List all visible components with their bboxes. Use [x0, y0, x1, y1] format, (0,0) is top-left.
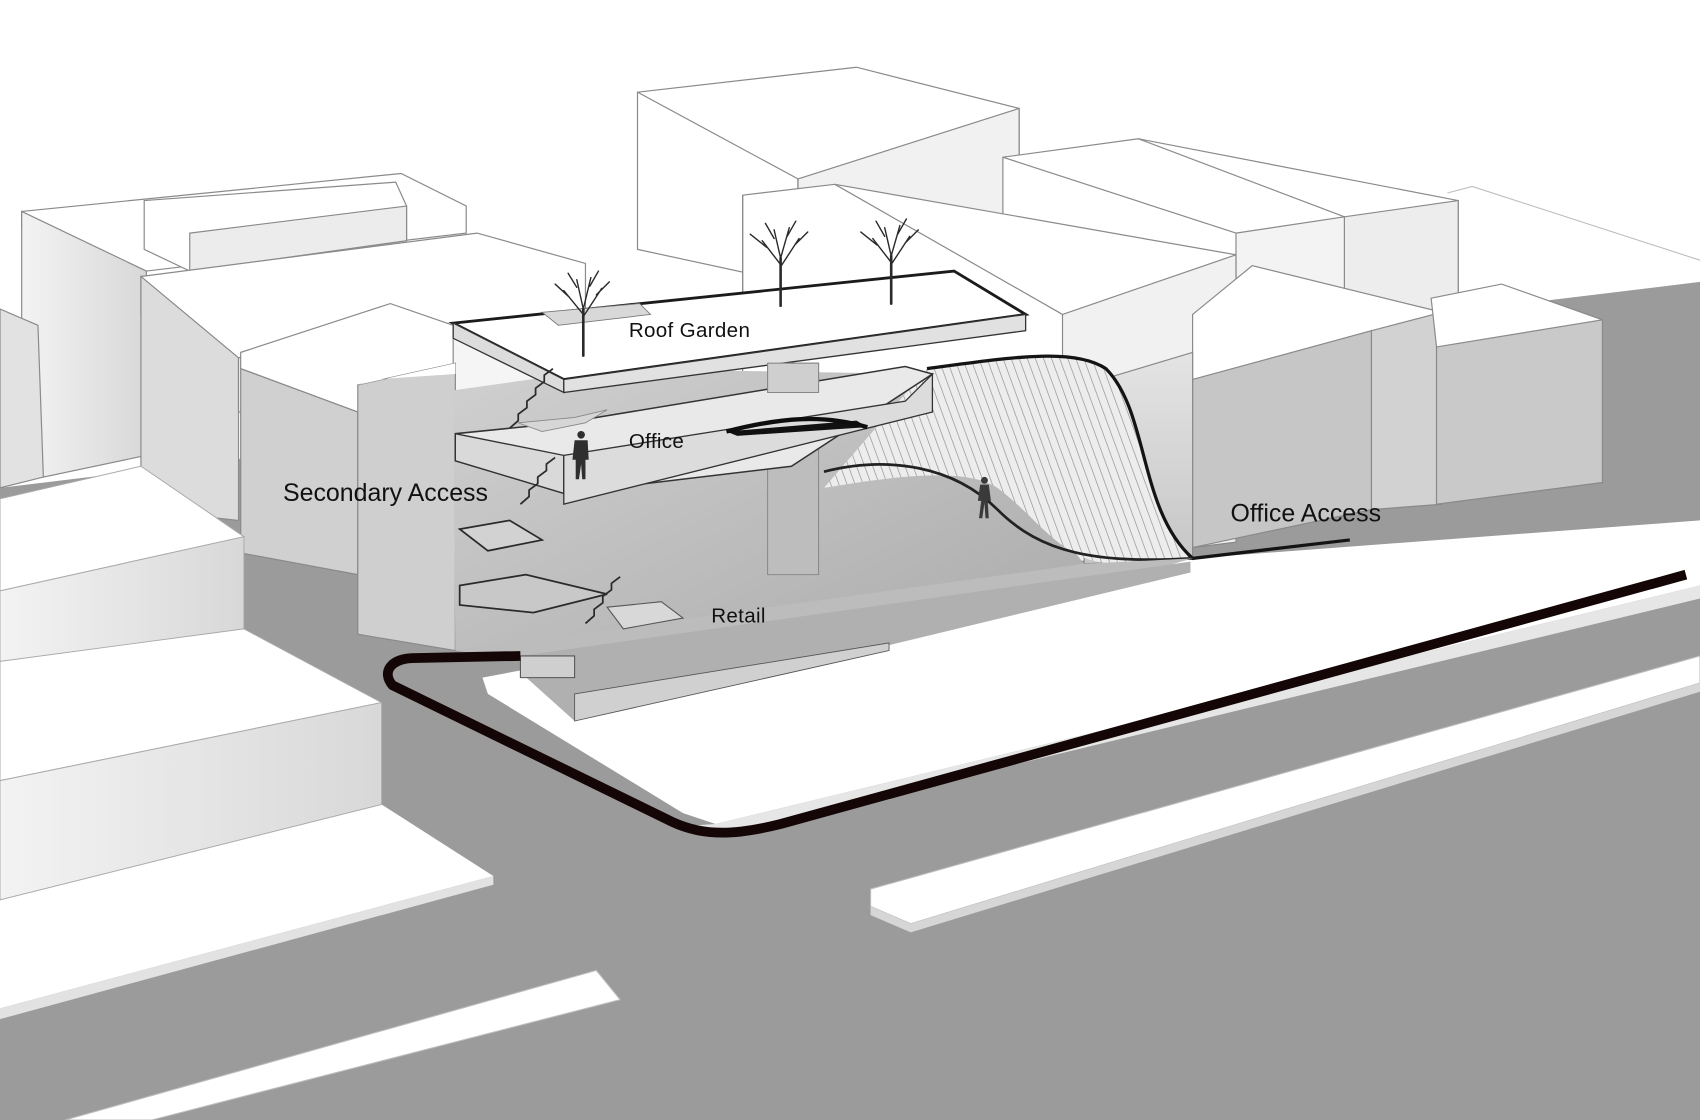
label-office-access: Office Access: [1231, 500, 1382, 528]
tree-2-icon: [749, 220, 809, 308]
access-path: [383, 569, 1688, 838]
label-office: Office: [629, 430, 684, 453]
person-figure-ramp-icon: [977, 476, 991, 519]
stair-landing-1: [457, 519, 545, 552]
tree-1-icon: [554, 270, 611, 357]
tree-3-icon: [860, 218, 920, 305]
label-roof-garden: Roof Garden: [629, 319, 750, 342]
context-buildings: [0, 66, 1700, 901]
label-secondary-access: Secondary Access: [283, 479, 488, 507]
label-retail: Retail: [711, 604, 766, 627]
sidewalk-right: [482, 520, 1700, 825]
office-slot: [726, 420, 868, 436]
subject-building: [448, 218, 1350, 722]
median-strip-left: [64, 969, 622, 1120]
person-figure-office-icon: [572, 430, 589, 480]
stair-landing-3: [606, 601, 685, 630]
sidewalk-left: [0, 804, 494, 1009]
stairs: [457, 367, 685, 630]
stair-landing-2: [458, 573, 608, 614]
